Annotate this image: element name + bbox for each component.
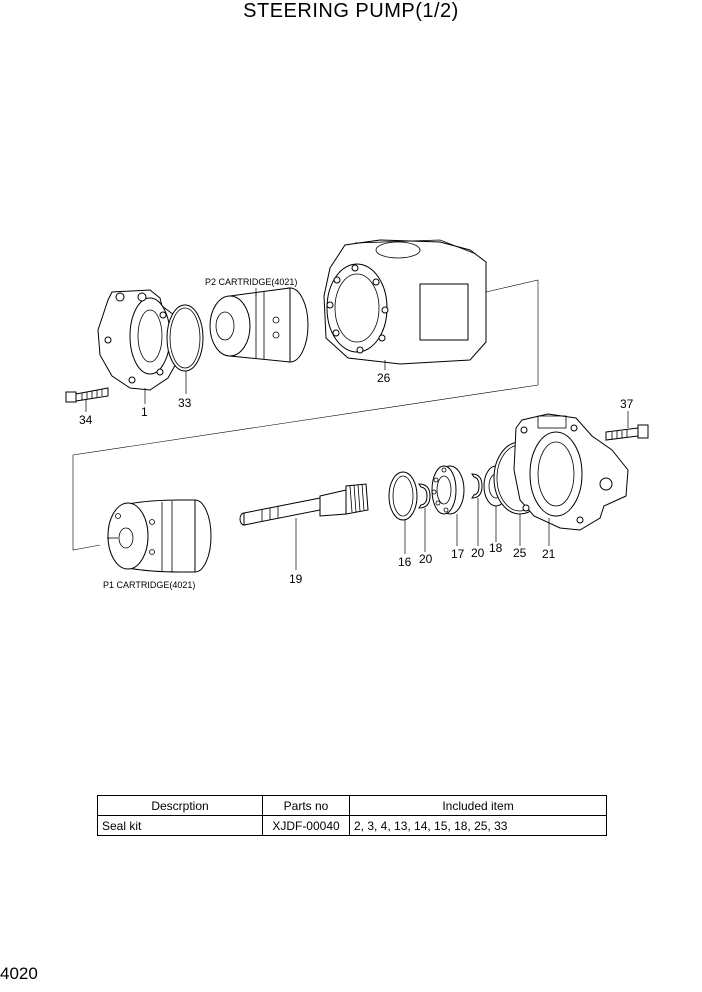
retaining-ring-20-left <box>418 483 431 509</box>
callout-1: 1 <box>141 405 148 419</box>
caption-p1-cartridge: P1 CARTRIDGE(4021) <box>103 580 195 590</box>
callout-25: 25 <box>513 546 527 560</box>
p1-cartridge <box>107 499 212 573</box>
col-header-parts-no: Parts no <box>262 795 350 816</box>
col-header-description: Descrption <box>97 795 263 816</box>
col-header-included-item: Included item <box>349 795 607 816</box>
cell-description: Seal kit <box>97 815 263 836</box>
flange-21 <box>513 413 629 531</box>
bearing-17 <box>431 465 465 515</box>
o-ring-33 <box>166 304 204 372</box>
callout-26: 26 <box>377 371 391 385</box>
assembly-frame-lines <box>72 279 539 551</box>
callout-16: 16 <box>398 555 412 569</box>
callout-20-left: 20 <box>419 552 433 566</box>
callout-21: 21 <box>542 547 556 561</box>
callout-19: 19 <box>289 572 303 586</box>
callout-20-right: 20 <box>471 546 485 560</box>
page-number: 4020 <box>0 964 38 983</box>
callout-37: 37 <box>620 397 634 411</box>
p2-cartridge <box>209 287 309 363</box>
cell-parts-no: XJDF-00040 <box>262 815 350 836</box>
cell-included-items: 2, 3, 4, 13, 14, 15, 18, 25, 33 <box>349 815 607 836</box>
retaining-ring-20-right <box>471 473 483 499</box>
front-cover-1 <box>97 289 183 391</box>
callout-33: 33 <box>178 396 192 410</box>
table-header-row: Descrption Parts no Included item <box>97 795 607 816</box>
bolt-34 <box>65 387 109 403</box>
housing-26 <box>323 239 487 365</box>
callout-18: 18 <box>489 541 503 555</box>
caption-p2-cartridge: P2 CARTRIDGE(4021) <box>205 277 297 287</box>
callout-17: 17 <box>451 547 465 561</box>
seal-kit-table: Descrption Parts no Included item Seal k… <box>97 795 607 836</box>
bolt-37 <box>605 424 649 441</box>
table-row: Seal kit XJDF-00040 2, 3, 4, 13, 14, 15,… <box>97 815 607 836</box>
shaft-19 <box>239 483 369 526</box>
page-title: STEERING PUMP(1/2) <box>243 0 459 22</box>
snap-ring-16 <box>388 471 418 521</box>
callout-34: 34 <box>79 413 93 427</box>
